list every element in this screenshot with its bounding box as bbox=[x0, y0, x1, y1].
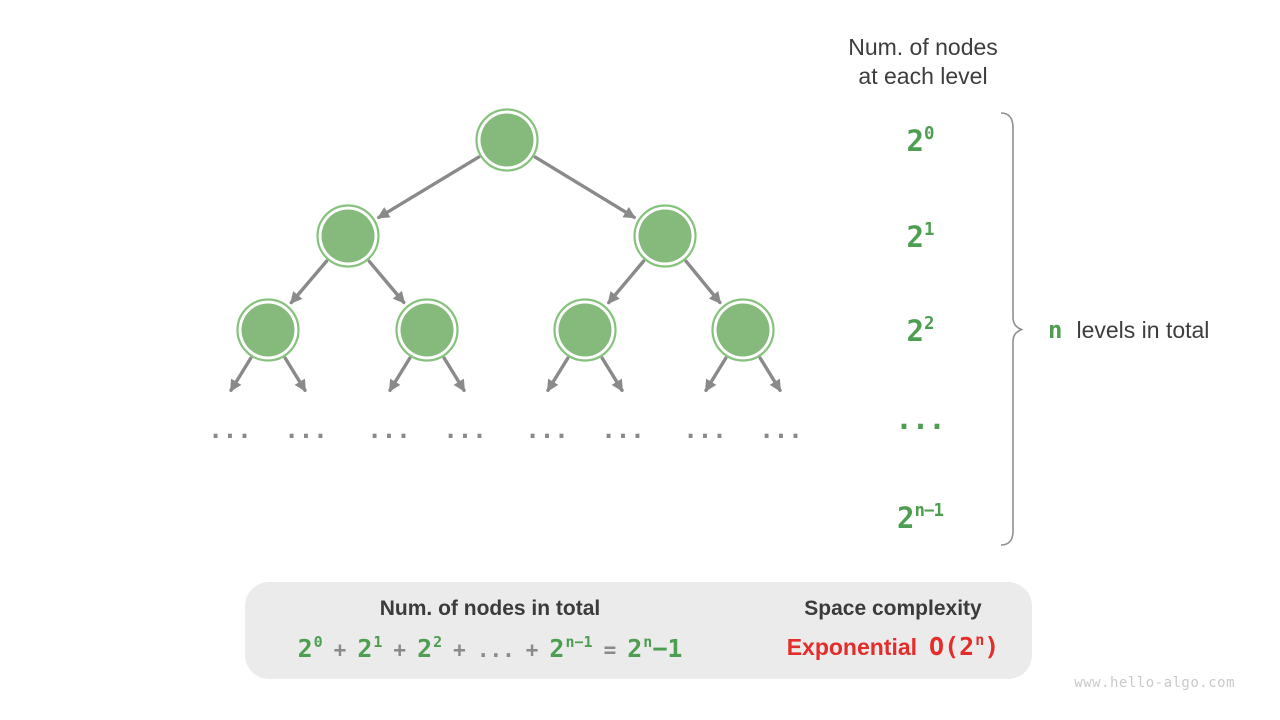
tree-ellipsis: ... bbox=[683, 416, 727, 444]
tree-node bbox=[475, 108, 539, 172]
tree-edge bbox=[684, 259, 722, 305]
space-complexity-result: Exponential O(2n) bbox=[773, 632, 1013, 661]
levels-column-title-line1: Num. of nodes bbox=[848, 34, 998, 60]
leaf-arrow bbox=[600, 356, 624, 393]
tree-node bbox=[395, 298, 459, 362]
tree-node bbox=[711, 298, 775, 362]
brace-label-text: levels in total bbox=[1076, 316, 1210, 343]
space-complexity-title: Space complexity bbox=[804, 597, 982, 620]
summary-box: Num. of nodes in total 20+21+22+...+2n−1… bbox=[245, 582, 1032, 679]
tree-edge bbox=[289, 259, 329, 305]
tree-ellipsis: ... bbox=[208, 416, 252, 444]
total-nodes-formula: 20+21+22+...+2n−1=2n−1 bbox=[297, 632, 683, 663]
tree-node bbox=[236, 298, 300, 362]
tree-ellipsis: ... bbox=[443, 416, 487, 444]
levels-column-title: Num. of nodes at each level bbox=[808, 33, 1038, 91]
tree-node bbox=[633, 204, 697, 268]
brace-label-n: n bbox=[1048, 316, 1063, 344]
tree-ellipsis: ... bbox=[759, 416, 803, 444]
brace bbox=[1000, 112, 1024, 546]
tree-edge bbox=[607, 259, 646, 305]
brace-label: n levels in total bbox=[1048, 314, 1209, 346]
level-count-2^2: 22 bbox=[906, 314, 935, 348]
level-count-2^1: 21 bbox=[906, 220, 935, 254]
leaf-arrow bbox=[442, 356, 466, 393]
total-nodes-title: Num. of nodes in total bbox=[379, 597, 601, 620]
tree-ellipsis: ... bbox=[601, 416, 645, 444]
watermark: www.hello-algo.com bbox=[1074, 675, 1235, 691]
tree-edges bbox=[229, 155, 782, 393]
tree-node bbox=[316, 204, 380, 268]
tree-node bbox=[553, 298, 617, 362]
leaf-arrow bbox=[546, 356, 570, 393]
level-count-2^0: 20 bbox=[906, 124, 935, 158]
tree-ellipsis: ... bbox=[284, 416, 328, 444]
tree-edge bbox=[533, 155, 636, 220]
levels-column-title-line2: at each level bbox=[858, 63, 988, 89]
tree-edge bbox=[377, 155, 481, 220]
leaf-arrow bbox=[704, 356, 728, 393]
tree-ellipsis: ... bbox=[525, 416, 569, 444]
complexity-class-label: Exponential bbox=[786, 634, 918, 660]
big-o-notation: O(2n) bbox=[929, 630, 1000, 661]
leaf-arrow bbox=[283, 356, 307, 393]
leaf-arrow bbox=[388, 356, 412, 393]
tree-nodes bbox=[236, 108, 775, 362]
leaf-arrow bbox=[229, 356, 253, 393]
level-count-2^n-1: 2n−1 bbox=[897, 501, 944, 535]
tree-ellipsis: ... bbox=[367, 416, 411, 444]
leaf-arrow bbox=[758, 356, 782, 393]
tree-edge bbox=[367, 259, 406, 305]
level-count-ellipsis: ... bbox=[895, 402, 945, 436]
